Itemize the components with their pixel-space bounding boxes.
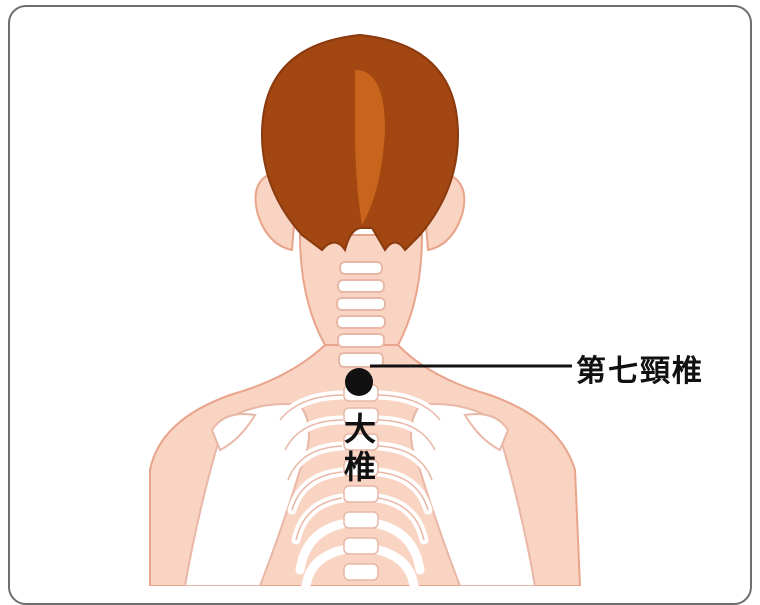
dazhui-label-bottom: 椎 xyxy=(340,448,380,486)
dazhui-acupoint-marker xyxy=(345,368,373,396)
seventh-cervical-vertebra-label: 第七頸椎 xyxy=(576,346,704,390)
anatomy-illustration xyxy=(0,0,760,586)
dazhui-label-top: 大 xyxy=(340,410,380,448)
dazhui-acupoint-label: 大 椎 xyxy=(340,410,380,486)
